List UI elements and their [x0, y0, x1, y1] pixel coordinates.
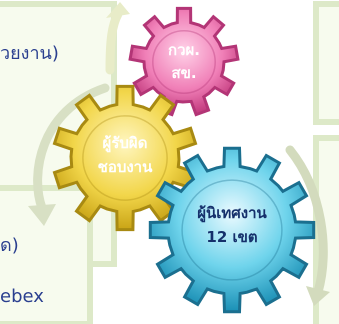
arrow-right-cycle-head — [306, 286, 330, 306]
gear-right-label-2: 12 เขต — [206, 228, 257, 246]
gear-top — [128, 6, 240, 117]
gear-right-hub-ring — [181, 179, 283, 281]
right-upper-panel — [313, 1, 339, 125]
panel-text-line-2: ด) — [0, 235, 19, 256]
gear-right-body — [148, 146, 316, 314]
gear-top-body — [128, 6, 240, 117]
arrow-top-cycle-head — [106, 2, 130, 18]
arrow-left-cycle-head — [28, 204, 56, 226]
panel-text-line-3: ebex — [0, 286, 44, 307]
gear-right — [148, 146, 316, 314]
arrow-right-cycle — [285, 145, 328, 297]
gear-top-label-1: กวผ. — [168, 41, 200, 59]
gear-center-label-1: ผู้รับผิด — [103, 134, 148, 153]
panel-text-line-1: วยงาน) — [0, 43, 59, 64]
gear-top-label-2: สข. — [171, 64, 196, 82]
gear-center-label-2: ชอบงาน — [98, 158, 153, 176]
gear-right-label-1: ผู้นิเทศงาน — [197, 204, 267, 223]
gear-center-hub-ring — [82, 115, 168, 201]
gear-top-hub-ring — [152, 30, 216, 94]
arrow-top-cycle — [105, 9, 123, 75]
